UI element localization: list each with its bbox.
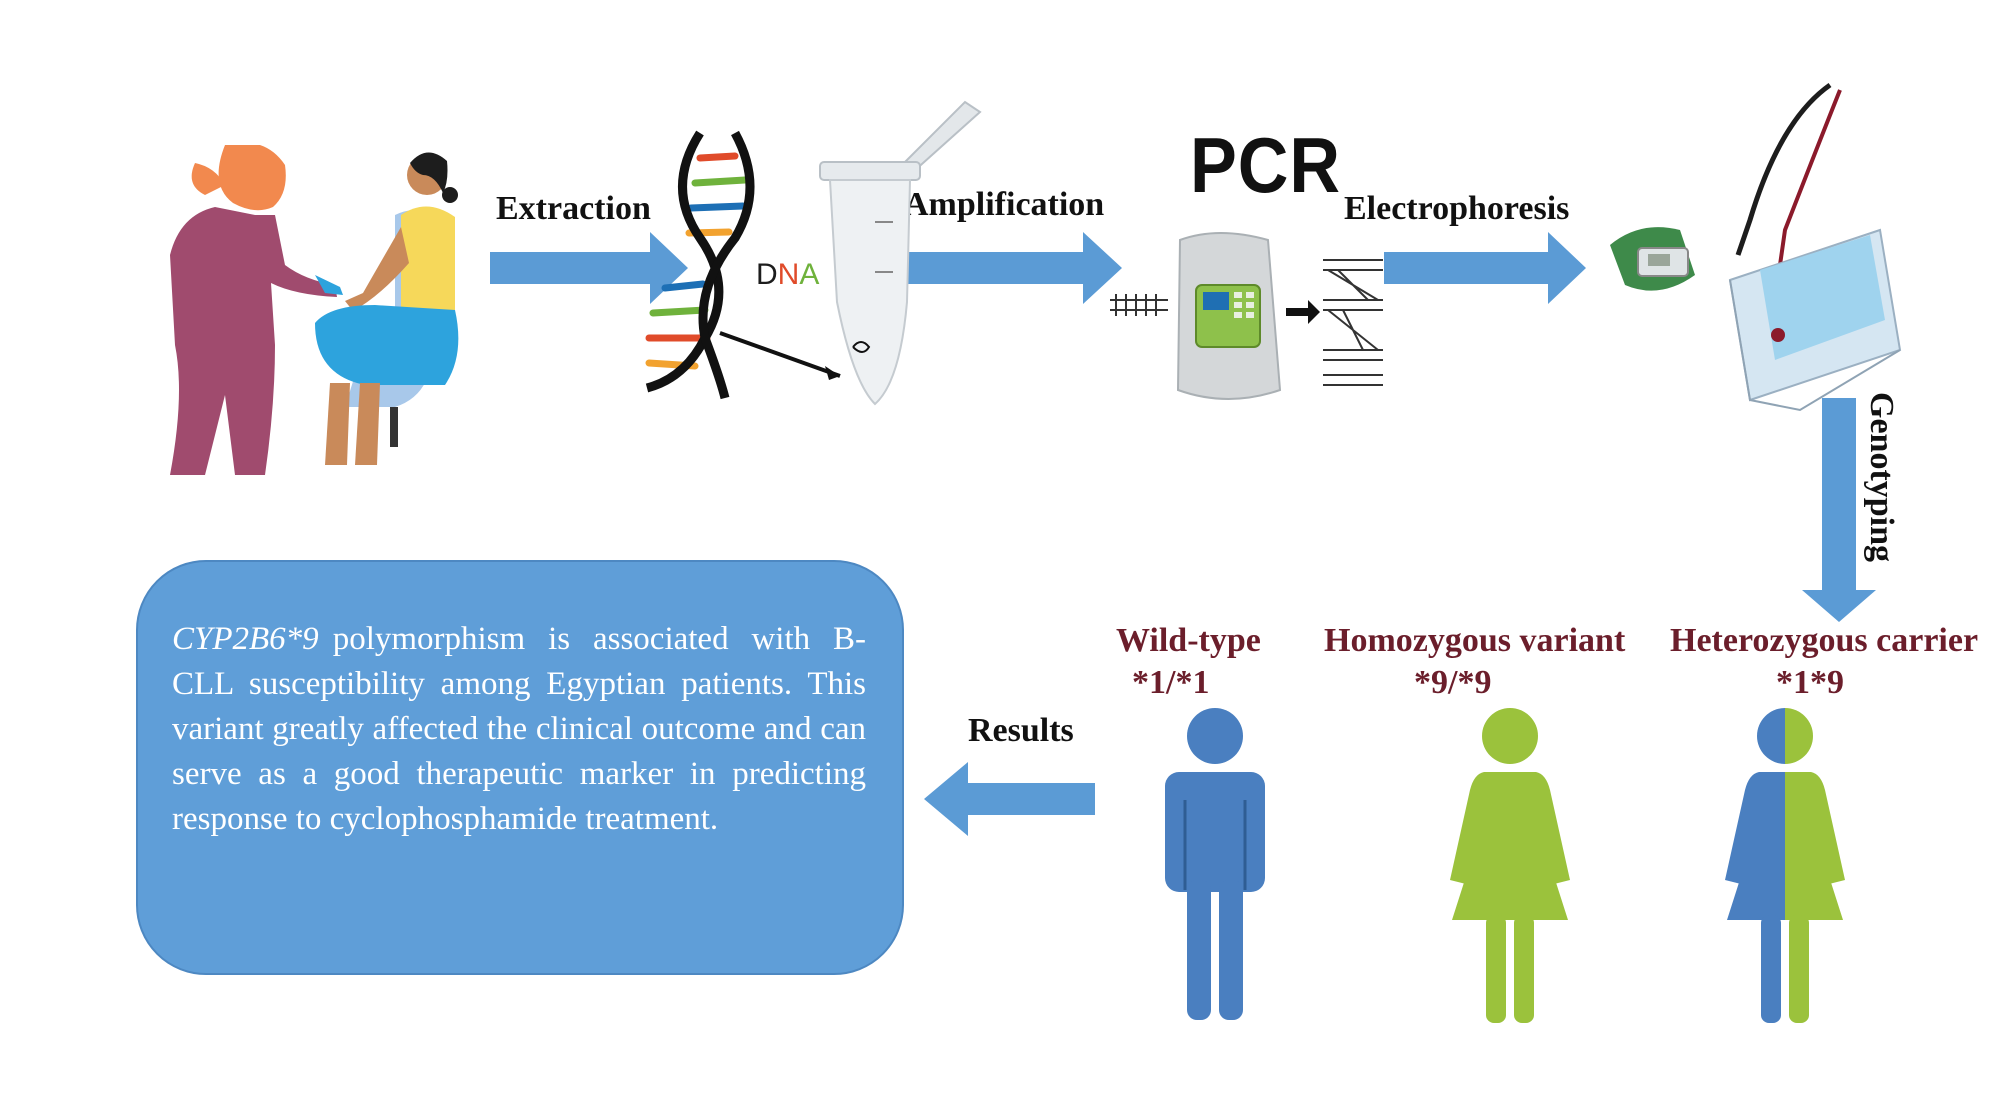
arrow-extraction [490, 232, 688, 304]
wildtype-title: Wild-type [1116, 622, 1261, 659]
amplification-label: Amplification [904, 186, 1105, 223]
patient-icon [315, 152, 459, 465]
pcr-tube-icon [819, 100, 982, 406]
dna-letter-a: A [799, 258, 820, 291]
arrow-results [924, 762, 1095, 836]
homozygous-woman-icon [1450, 708, 1570, 1023]
dna-helix-icon [645, 130, 841, 400]
blood-draw-illustration [170, 145, 459, 475]
gene-name: CYP2B6*9 [172, 621, 319, 657]
dna-letter-d: D [756, 258, 778, 291]
homozygous-code: *9/*9 [1414, 664, 1492, 701]
wildtype-code: *1/*1 [1132, 664, 1210, 701]
dna-label: DNA [756, 258, 819, 292]
pcr-label: PCR [1190, 121, 1341, 209]
arrow-amplification [905, 232, 1122, 304]
heterozygous-person-icon [1725, 708, 1845, 1023]
nurse-icon [170, 145, 343, 475]
electrophoresis-label: Electrophoresis [1344, 190, 1570, 227]
dna-letter-n: N [777, 258, 800, 291]
homozygous-title: Homozygous variant [1324, 622, 1626, 659]
heterozygous-title: Heterozygous carrier [1670, 622, 1979, 659]
extraction-label: Extraction [496, 190, 651, 227]
arrow-electrophoresis [1384, 232, 1586, 304]
electrophoresis-apparatus-icon [1610, 82, 1902, 412]
wildtype-man-icon [1165, 708, 1265, 1020]
result-text: polymorphism is associated with B-CLL su… [172, 621, 866, 837]
genotyping-label: Genotyping [1863, 392, 1900, 563]
pcr-machine-icon [1110, 232, 1383, 400]
arrow-genotyping [1802, 398, 1876, 622]
heterozygous-code: *1*9 [1776, 664, 1844, 701]
results-label: Results [968, 712, 1074, 749]
